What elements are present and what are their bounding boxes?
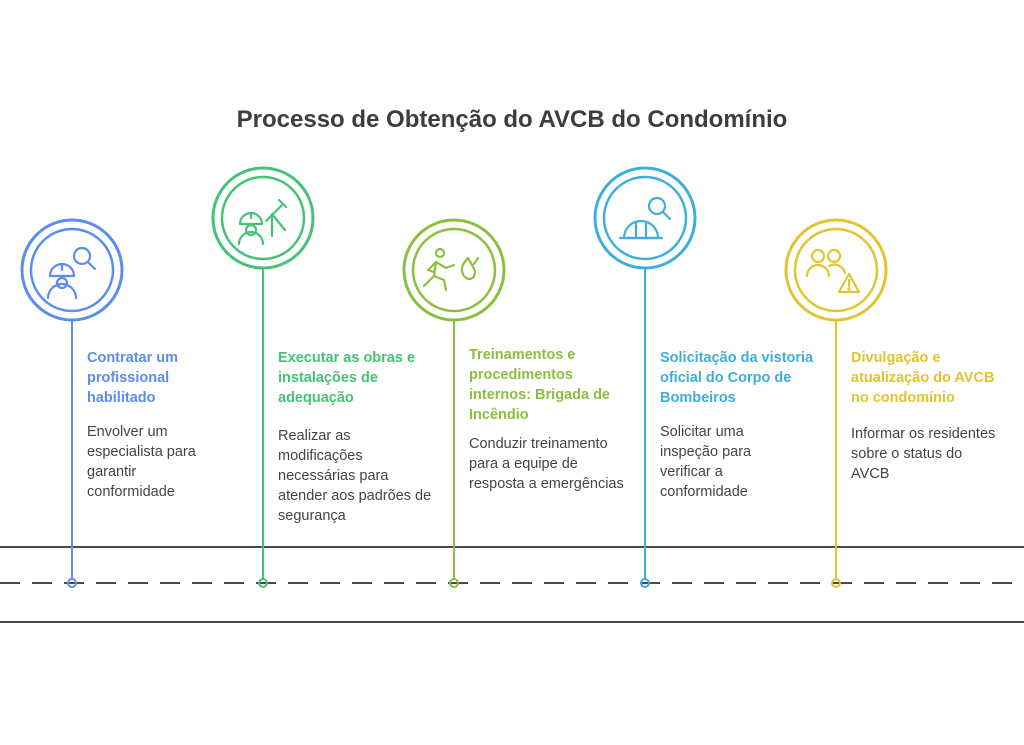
step-1-dot xyxy=(67,578,77,588)
worker-tools-icon xyxy=(237,198,288,246)
step-4-description: Solicitar uma inspeção para verificar a … xyxy=(660,424,752,500)
residents-warning-icon xyxy=(805,248,861,294)
step-5-description: Informar os residentes sobre o status do… xyxy=(851,426,996,482)
step-3-outer-ring xyxy=(402,218,506,322)
step-4-inner-ring xyxy=(602,175,688,261)
step-1-description: Envolver um especialista para garantir c… xyxy=(87,424,196,500)
step-3-dot xyxy=(449,578,459,588)
fire-escape-icon xyxy=(422,247,480,292)
step-4-marker xyxy=(593,166,697,588)
step-5-title: Divulgação e atualização do AVCB no cond… xyxy=(851,350,995,406)
step-2-title: Executar as obras e instalações de adequ… xyxy=(278,350,416,406)
step-1-title: Contratar um profissional habilitado xyxy=(87,350,179,406)
step-3-description: Conduzir treinamento para a equipe de re… xyxy=(469,436,624,492)
step-3-title: Treinamentos e procedimentos internos: B… xyxy=(469,347,610,423)
step-5-dot xyxy=(831,578,841,588)
step-2-inner-ring xyxy=(220,175,306,261)
step-4-outer-ring xyxy=(593,166,697,270)
step-5-inner-ring xyxy=(793,227,879,313)
step-2-description: Realizar as modificações necessárias par… xyxy=(278,428,432,524)
step-4-title: Solicitação da vistoria oficial do Corpo… xyxy=(660,350,814,406)
step-5-outer-ring xyxy=(784,218,888,322)
engineer-search-icon xyxy=(46,246,97,300)
diagram-title: Processo de Obtenção do AVCB do Condomín… xyxy=(236,106,788,133)
step-3-inner-ring xyxy=(411,227,497,313)
step-2-dot xyxy=(258,578,268,588)
step-5-marker xyxy=(784,218,888,588)
step-4-dot xyxy=(640,578,650,588)
step-2-marker xyxy=(211,166,315,588)
step-1-marker xyxy=(20,218,124,588)
helmet-inspection-icon xyxy=(618,196,672,240)
step-3-marker xyxy=(402,218,506,588)
step-1-inner-ring xyxy=(29,227,115,313)
step-2-outer-ring xyxy=(211,166,315,270)
